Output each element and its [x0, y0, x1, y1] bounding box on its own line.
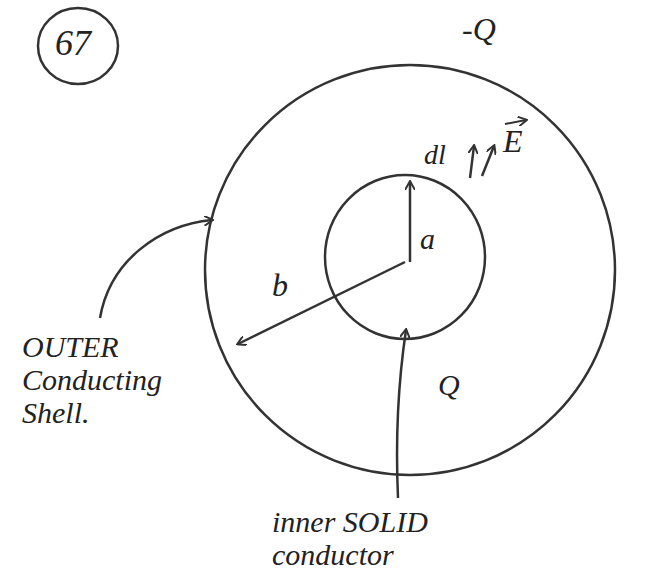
- charge-label: Q: [438, 368, 478, 401]
- radius-label: a: [420, 222, 450, 255]
- radius-a-arrow: [409, 182, 412, 262]
- callout-number: 67: [55, 24, 115, 64]
- charge-label: -Q: [462, 12, 522, 47]
- field-label: E: [503, 124, 537, 159]
- leader-line: [100, 220, 212, 318]
- inner-conductor: [325, 175, 485, 339]
- part-label: OUTER Conducting Shell.: [22, 330, 182, 429]
- field-arrow: [482, 146, 494, 176]
- outer-shell: [205, 65, 615, 475]
- dl-arrow: [470, 146, 474, 178]
- part-label: inner SOLID conductor: [272, 505, 492, 571]
- element-label: dl: [424, 140, 464, 171]
- radius-label: b: [272, 268, 302, 303]
- leader-line: [397, 330, 406, 498]
- radius-b-arrow: [238, 262, 405, 344]
- number-circle: [38, 8, 118, 84]
